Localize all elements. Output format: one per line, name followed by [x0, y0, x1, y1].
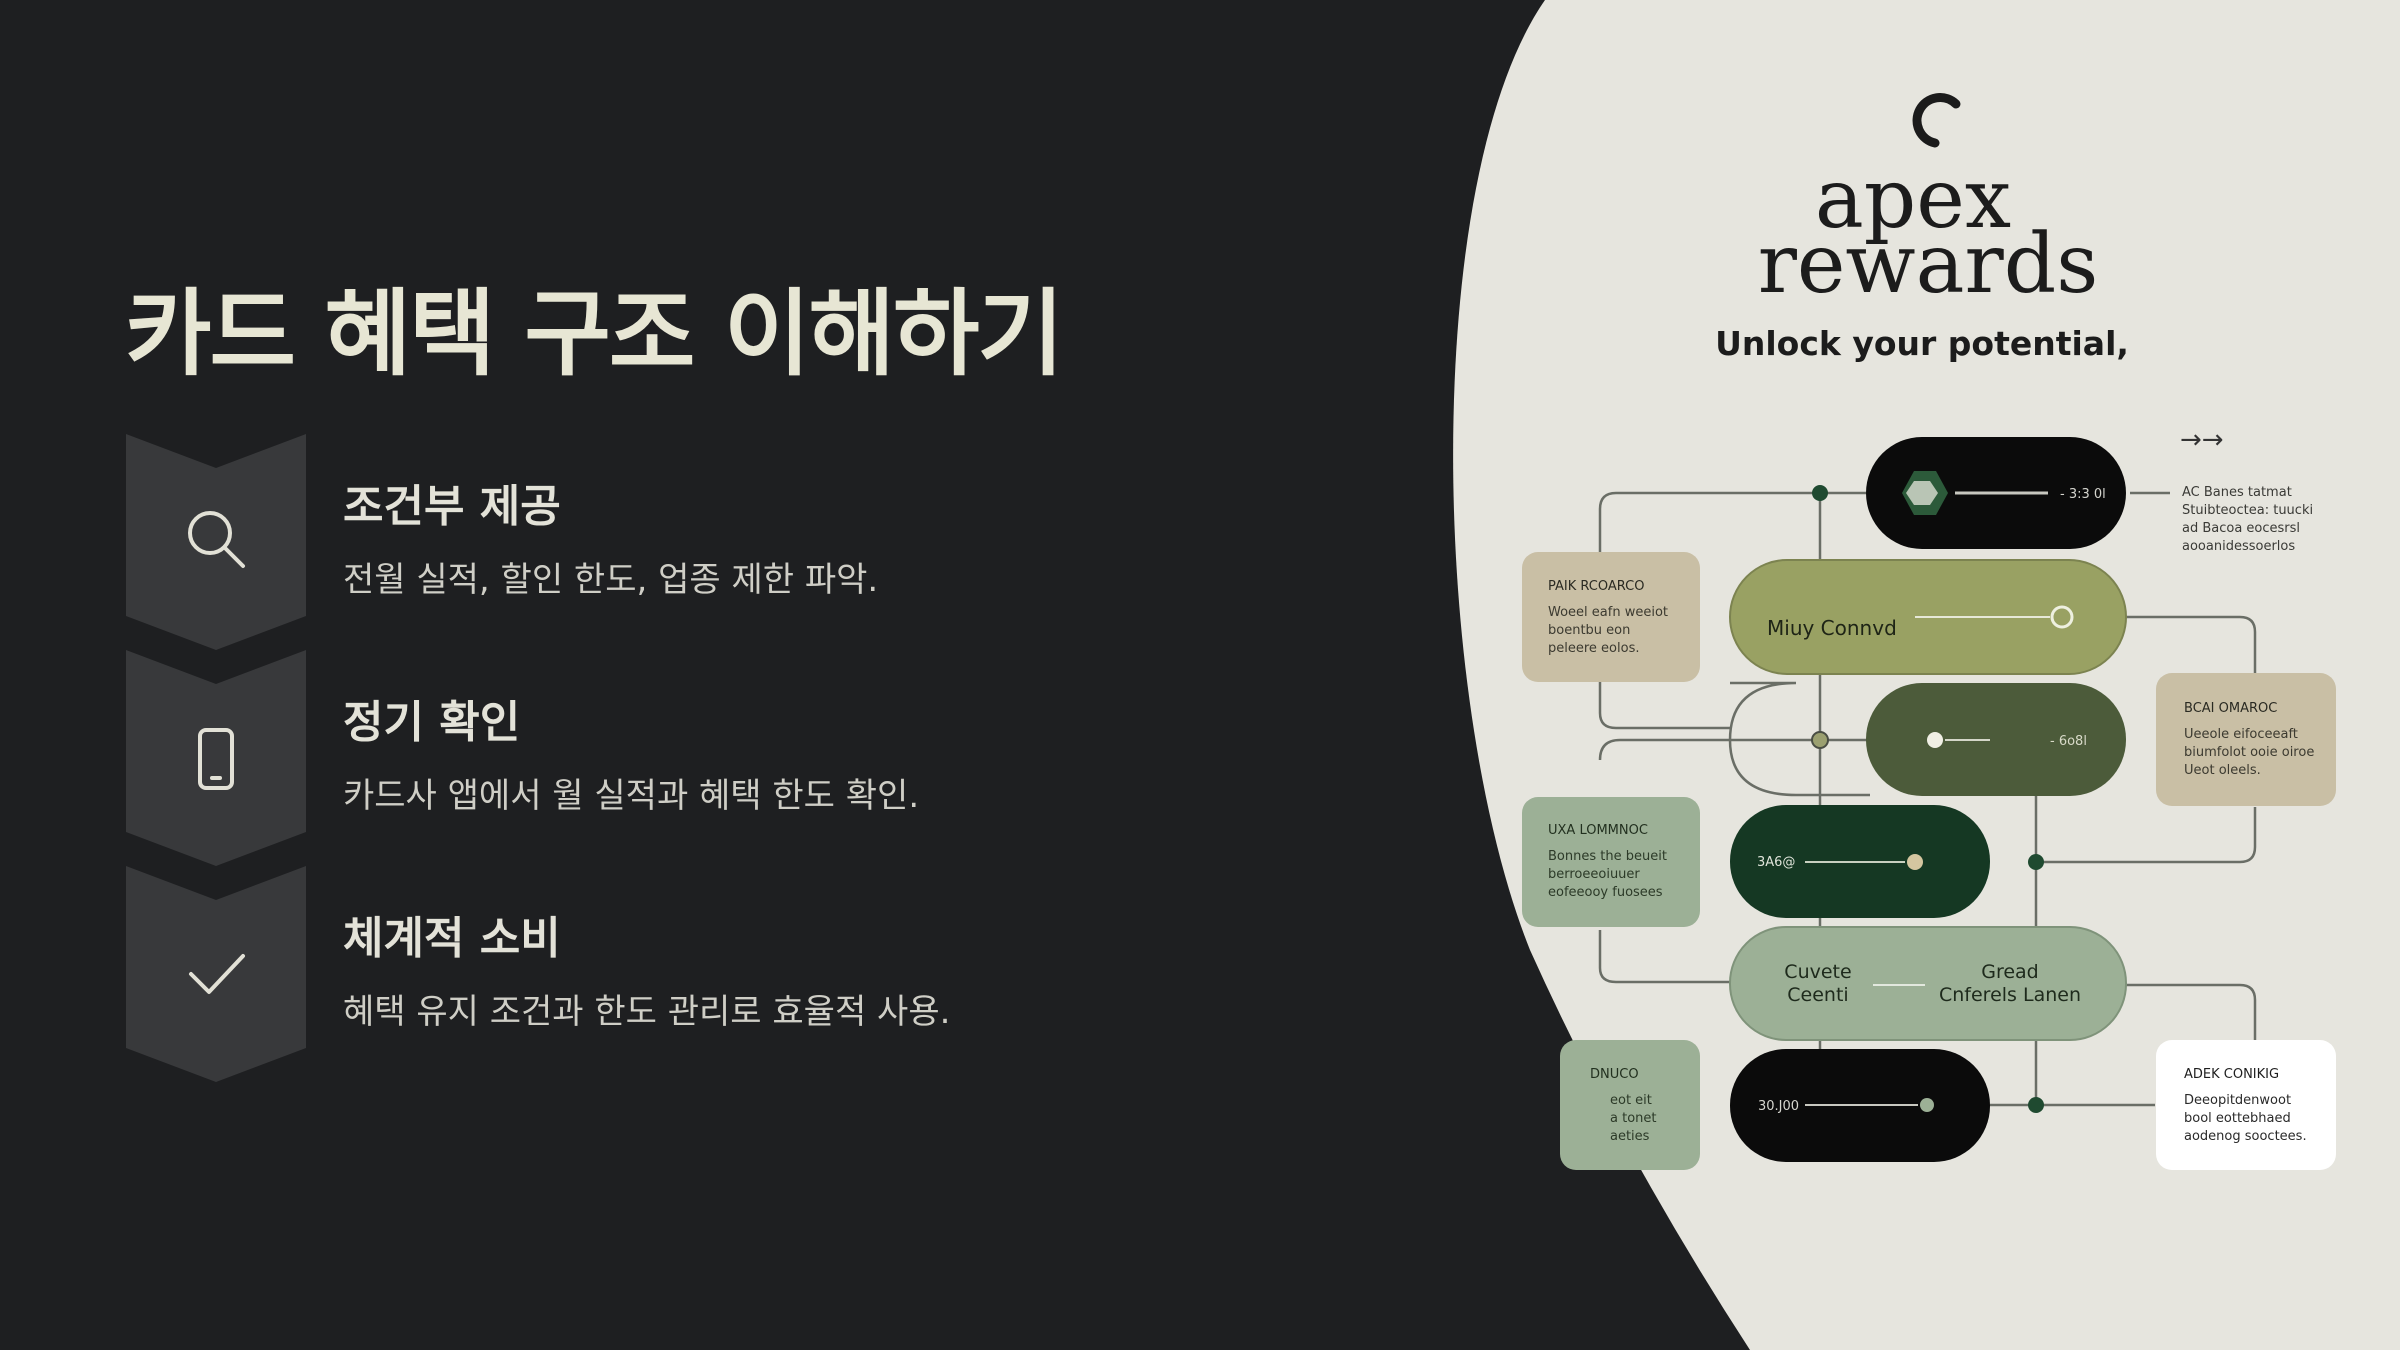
smartphone-icon	[198, 728, 234, 790]
card-text: aodenog sooctees.	[2184, 1129, 2307, 1144]
card-tan-right	[2156, 673, 2336, 806]
pill-label: Gread	[1981, 961, 2039, 983]
pill-label: Cuvete	[1784, 961, 1851, 983]
card-sage-bottom	[1560, 1040, 1700, 1170]
pill-label: 30.J00	[1758, 1099, 1799, 1114]
card-text: eot eit	[1610, 1093, 1652, 1108]
chevron-badge	[126, 866, 306, 1082]
card-title: UXA LOMMNOC	[1548, 823, 1648, 838]
chevron-badge	[126, 434, 306, 650]
card-text: boentbu eon	[1548, 623, 1630, 638]
card-sage-left	[1522, 797, 1700, 927]
brand-line1: apex	[1815, 152, 2011, 247]
brand-line2: rewards	[1758, 217, 2099, 312]
card-text: Deeopitdenwoot	[2184, 1093, 2291, 1108]
note-text: AC Banes tatmat	[2182, 485, 2292, 500]
pill-label: Miuy Connvd	[1767, 616, 1897, 640]
step-conditional-offer: 조건부 제공 전월 실적, 할인 한도, 업종 제한 파악.	[126, 434, 1376, 654]
card-text: Woeel eafn weeiot	[1548, 605, 1668, 620]
step-description: 혜택 유지 조건과 한도 관리로 효율적 사용.	[343, 992, 951, 1032]
card-text: berroeeoiuuer	[1548, 867, 1640, 882]
note-text: aooanidessoerlos	[2182, 539, 2295, 554]
card-text: Bonnes the beueit	[1548, 849, 1667, 864]
card-text: Ueot oleels.	[2184, 763, 2261, 778]
card-text: a tonet	[1610, 1111, 1656, 1126]
pill-label: - 3:3 0l	[2060, 487, 2106, 502]
arrow-icon: →→	[2180, 425, 2224, 455]
step-heading: 정기 확인	[343, 697, 521, 748]
note-text: ad Bacoa eocesrsl	[2182, 521, 2300, 536]
card-title: ADEK CONIKIG	[2184, 1067, 2279, 1082]
step-description: 카드사 앱에서 월 실적과 혜택 한도 확인.	[343, 776, 920, 816]
search-icon	[188, 511, 245, 568]
card-text: Ueeole eifoceeaft	[2184, 727, 2298, 742]
card-title: BCAI OMAROC	[2184, 701, 2277, 716]
card-tan-left	[1522, 552, 1700, 682]
page-title: 카드 혜택 구조 이해하기	[125, 280, 1064, 389]
pill-label: Ceenti	[1787, 984, 1848, 1006]
chevron-badge	[126, 650, 306, 866]
pill-label: - 6o8l	[2050, 734, 2087, 749]
card-text: eofeeooy fuosees	[1548, 885, 1663, 900]
pill-sage	[1729, 926, 2127, 1041]
note-text: Stuibteoctea: tuucki	[2182, 503, 2313, 518]
card-white	[2156, 1040, 2336, 1170]
card-title: PAIK RCOARCO	[1548, 579, 1644, 594]
pill-dark-green	[1866, 683, 2126, 796]
card-text: biumfolot ooie oiroe	[2184, 745, 2314, 760]
card-text: bool eottebhaed	[2184, 1111, 2291, 1126]
step-description: 전월 실적, 할인 한도, 업종 제한 파악.	[343, 560, 879, 600]
tagline: Unlock your potential,	[1715, 324, 2129, 363]
card-title: DNUCO	[1590, 1067, 1639, 1082]
pill-label: 3A6@	[1757, 855, 1795, 870]
check-icon	[189, 954, 245, 994]
step-systematic-spending: 체계적 소비 혜택 유지 조건과 한도 관리로 효율적 사용.	[126, 866, 1376, 1086]
pill-label: Cnferels Lanen	[1939, 984, 2081, 1006]
card-text: aeties	[1610, 1129, 1650, 1144]
card-text: peleere eolos.	[1548, 641, 1639, 656]
connector-nodes	[1811, 485, 2044, 1113]
step-heading: 체계적 소비	[343, 913, 561, 964]
step-regular-check: 정기 확인 카드사 앱에서 월 실적과 혜택 한도 확인.	[126, 650, 1376, 870]
apex-logo-mark	[1912, 93, 1961, 148]
step-heading: 조건부 제공	[343, 481, 561, 532]
